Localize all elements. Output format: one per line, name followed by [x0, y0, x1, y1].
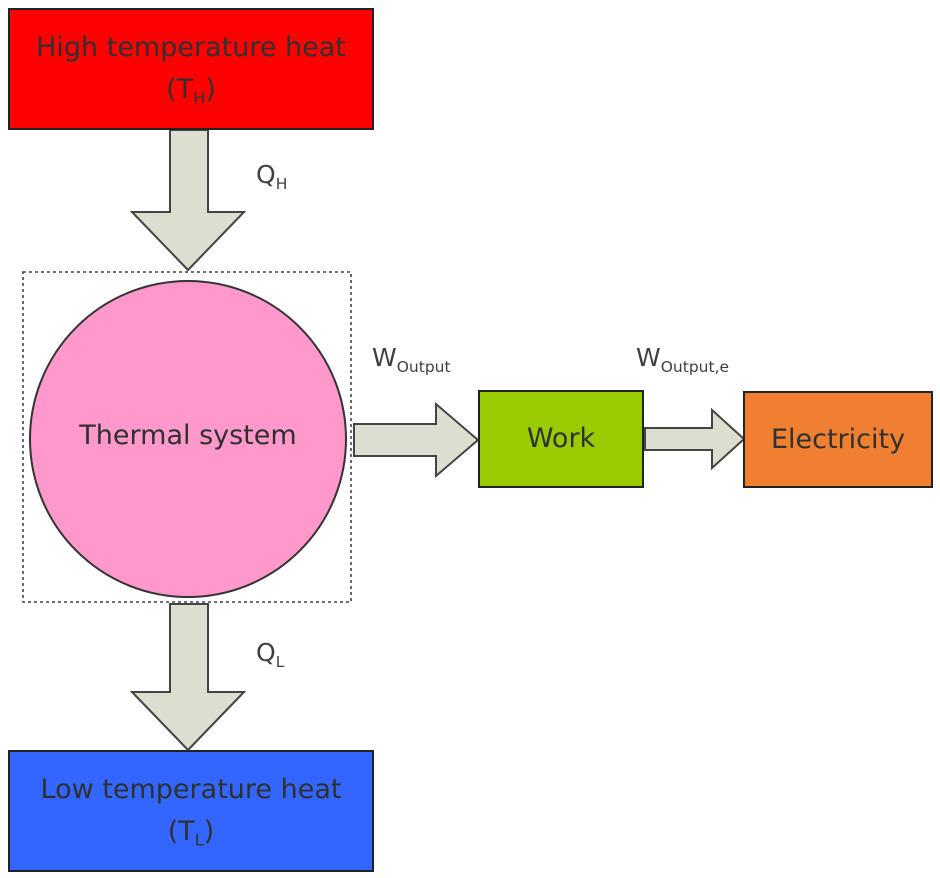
- q-l-arrow: [129, 603, 247, 752]
- electricity-box: Electricity: [743, 391, 933, 488]
- low-temperature-symbol: (TL): [167, 816, 215, 850]
- high-temperature-symbol: (TH): [166, 74, 216, 108]
- w-output-label: WOutput: [372, 343, 451, 377]
- system-boundary: [22, 271, 352, 603]
- electricity-label: Electricity: [770, 423, 906, 455]
- work-box: Work: [478, 390, 644, 488]
- w-output-e-arrow: [644, 407, 746, 471]
- low-temperature-heat-label: Low temperature heat: [40, 774, 342, 806]
- w-output-arrow: [353, 401, 480, 479]
- work-label: Work: [526, 423, 596, 455]
- high-temperature-heat-box: High temperature heat (TH): [8, 8, 374, 130]
- q-h-label: QH: [256, 160, 288, 194]
- q-h-arrow: [129, 129, 247, 272]
- q-l-label: QL: [256, 638, 285, 672]
- thermal-system-circle: [29, 280, 347, 598]
- high-temperature-heat-label: High temperature heat: [36, 32, 346, 64]
- low-temperature-heat-box: Low temperature heat (TL): [8, 750, 374, 872]
- thermal-system-label: Thermal system: [79, 420, 297, 451]
- w-output-e-label: WOutput,e: [636, 343, 730, 377]
